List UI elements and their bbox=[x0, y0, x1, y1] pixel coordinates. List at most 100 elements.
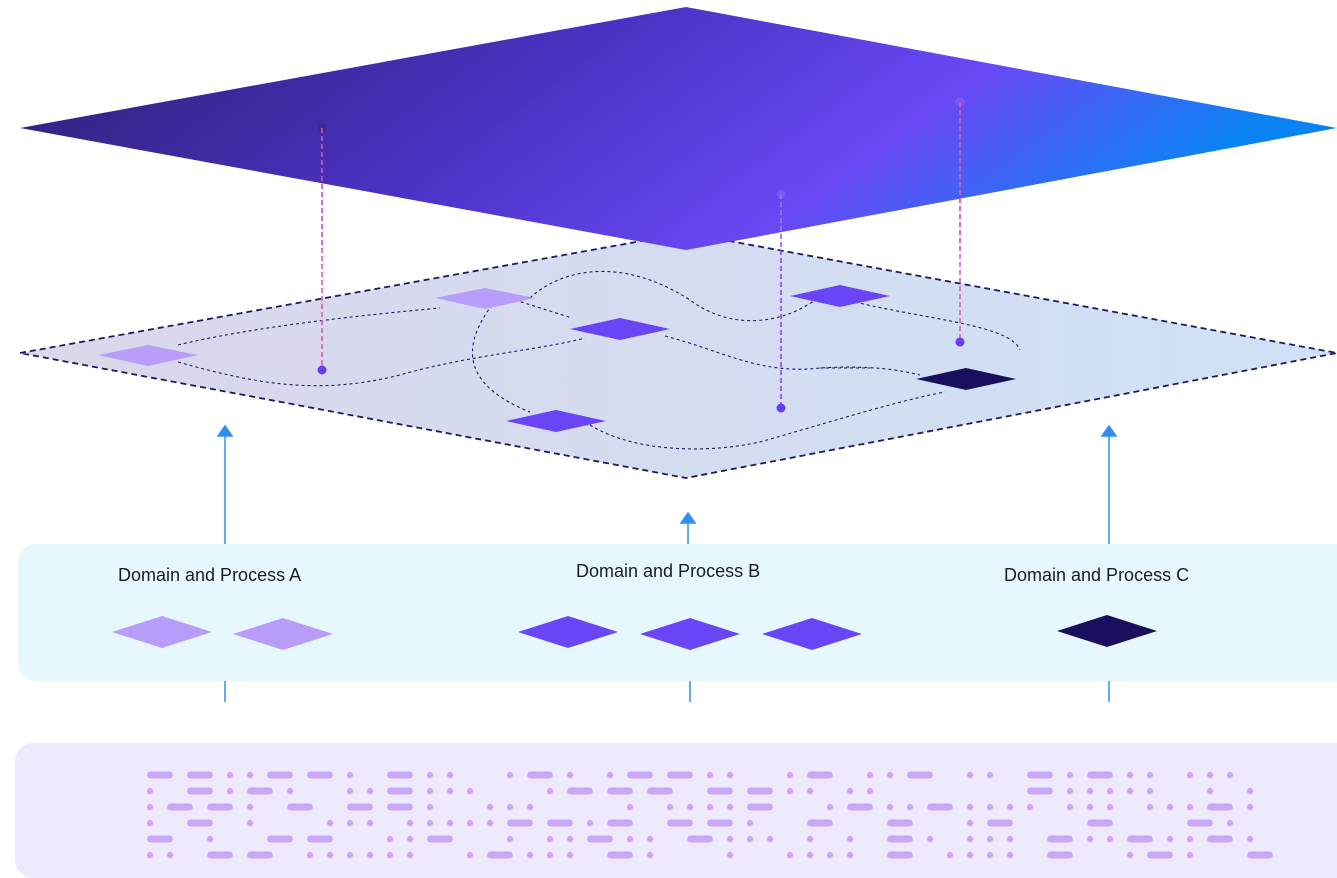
data-dot bbox=[786, 851, 794, 859]
data-dot bbox=[546, 835, 554, 843]
data-dot bbox=[1106, 835, 1114, 843]
data-dot bbox=[786, 787, 794, 795]
data-dash bbox=[1207, 803, 1233, 811]
data-dot bbox=[326, 851, 334, 859]
data-dash bbox=[187, 771, 213, 779]
data-dash bbox=[347, 803, 373, 811]
data-dot bbox=[446, 819, 454, 827]
data-dot bbox=[546, 787, 554, 795]
data-dash bbox=[527, 771, 553, 779]
data-dash bbox=[547, 819, 573, 827]
data-dash bbox=[1027, 771, 1053, 779]
data-dash bbox=[747, 803, 773, 811]
data-dot bbox=[726, 803, 734, 811]
data-dot bbox=[1206, 787, 1214, 795]
data-dot bbox=[826, 803, 834, 811]
data-dash bbox=[207, 851, 233, 859]
data-dot bbox=[626, 835, 634, 843]
data-dot bbox=[966, 835, 974, 843]
domain-nodes bbox=[112, 615, 1157, 650]
data-dot bbox=[246, 771, 254, 779]
data-dash bbox=[587, 835, 613, 843]
data-dot bbox=[1006, 835, 1014, 843]
data-dot bbox=[1166, 803, 1174, 811]
data-dot bbox=[966, 771, 974, 779]
data-dot bbox=[206, 835, 214, 843]
data-dash bbox=[507, 819, 533, 827]
data-dot bbox=[1086, 835, 1094, 843]
data-dot bbox=[1066, 771, 1074, 779]
data-dot bbox=[706, 771, 714, 779]
data-dot bbox=[646, 835, 654, 843]
data-dash bbox=[1087, 819, 1113, 827]
arrow-up-icon bbox=[679, 511, 697, 524]
data-dash bbox=[1187, 819, 1213, 827]
data-dot bbox=[1146, 787, 1154, 795]
data-dot bbox=[486, 803, 494, 811]
data-dot bbox=[526, 803, 534, 811]
data-source-panel bbox=[15, 743, 1337, 878]
data-dot bbox=[1106, 803, 1114, 811]
data-dash bbox=[267, 771, 293, 779]
upward-arrows bbox=[216, 424, 1118, 702]
data-dot bbox=[786, 771, 794, 779]
data-dot bbox=[586, 819, 594, 827]
data-dash bbox=[187, 819, 213, 827]
domain-a-node bbox=[233, 618, 333, 650]
plane-node bbox=[916, 368, 1016, 390]
data-dash bbox=[387, 803, 413, 811]
data-dash bbox=[747, 787, 773, 795]
data-dot bbox=[966, 819, 974, 827]
data-dot bbox=[806, 787, 814, 795]
data-dot bbox=[1166, 835, 1174, 843]
data-dot bbox=[886, 803, 894, 811]
data-dot bbox=[1246, 835, 1254, 843]
data-stream-pattern bbox=[146, 771, 1273, 859]
data-dot bbox=[1146, 771, 1154, 779]
data-dash bbox=[147, 771, 173, 779]
data-dot bbox=[566, 851, 574, 859]
top-layer-plane bbox=[20, 7, 1337, 250]
data-dot bbox=[426, 787, 434, 795]
data-dash bbox=[887, 835, 913, 843]
data-dash bbox=[1047, 835, 1073, 843]
data-dash bbox=[487, 851, 513, 859]
data-dot bbox=[1146, 803, 1154, 811]
data-dot bbox=[1126, 851, 1134, 859]
data-dot bbox=[986, 851, 994, 859]
data-dot bbox=[226, 787, 234, 795]
data-dot bbox=[946, 851, 954, 859]
data-dot bbox=[846, 851, 854, 859]
connector-dot bbox=[317, 365, 327, 375]
data-dot bbox=[1026, 803, 1034, 811]
data-dot bbox=[466, 787, 474, 795]
data-dash bbox=[1087, 771, 1113, 779]
data-dot bbox=[566, 835, 574, 843]
data-dot bbox=[1226, 819, 1234, 827]
data-dot bbox=[1246, 787, 1254, 795]
plane-nodes bbox=[98, 285, 1016, 432]
data-dot bbox=[1086, 803, 1094, 811]
data-dash bbox=[167, 803, 193, 811]
data-dash bbox=[707, 787, 733, 795]
data-dot bbox=[846, 835, 854, 843]
data-dash bbox=[307, 771, 333, 779]
data-dot bbox=[546, 851, 554, 859]
data-dot bbox=[1066, 803, 1074, 811]
data-dot bbox=[686, 803, 694, 811]
network-paths bbox=[177, 270, 1021, 450]
data-dot bbox=[286, 787, 294, 795]
data-dot bbox=[526, 851, 534, 859]
data-dot bbox=[1186, 771, 1194, 779]
data-dot bbox=[466, 851, 474, 859]
data-dash bbox=[987, 819, 1013, 827]
domain-a-node bbox=[112, 616, 212, 648]
data-dot bbox=[726, 771, 734, 779]
data-dot bbox=[506, 835, 514, 843]
plane-node bbox=[435, 288, 535, 309]
data-dash bbox=[567, 787, 593, 795]
data-dash bbox=[1127, 835, 1153, 843]
data-dot bbox=[406, 835, 414, 843]
data-dot bbox=[966, 851, 974, 859]
